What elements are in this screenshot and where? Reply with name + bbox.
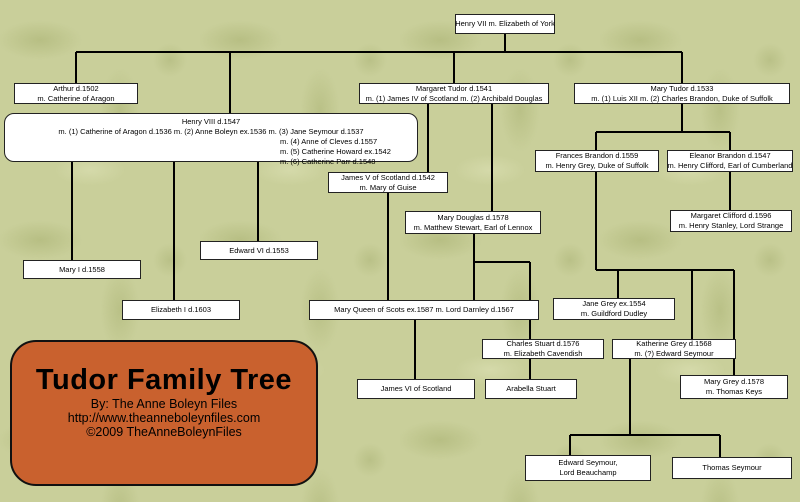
person-name: Henry VIII d.1547 — [181, 117, 241, 126]
person-katherine-grey: Katherine Grey d.1568 m. (?) Edward Seym… — [612, 339, 736, 359]
person-name: Jane Grey ex.1554 — [582, 299, 646, 308]
person-mary-i: Mary I d.1558 — [23, 260, 141, 279]
person-name: Katherine Grey d.1568 — [636, 339, 712, 348]
person-marriage: m. Henry Grey, Duke of Suffolk — [545, 161, 649, 170]
person-marriage-5: m. (5) Catherine Howard ex.1542 — [280, 147, 391, 156]
person-name: Charles Stuart d.1576 — [506, 339, 580, 348]
person-charles-stuart: Charles Stuart d.1576 m. Elizabeth Caven… — [482, 339, 604, 359]
person-marriage: m. Matthew Stewart, Earl of Lennox — [413, 222, 533, 232]
person-marriage-6: m. (6) Catherine Parr d.1548 — [280, 157, 376, 166]
person-edward-vi: Edward VI d.1553 — [200, 241, 318, 260]
person-marriage: m. (1) Luis XII m. (2) Charles Brandon, … — [591, 93, 773, 103]
person-james-v: James V of Scotland d.1542 m. Mary of Gu… — [328, 172, 448, 193]
website-url: http://www.theanneboleynfiles.com — [67, 411, 261, 425]
person-jane-grey: Jane Grey ex.1554 m. Guildford Dudley — [553, 298, 675, 320]
person-marriage: m. Thomas Keys — [705, 387, 763, 396]
person-edward-seymour: Edward Seymour, Lord Beauchamp — [525, 455, 651, 481]
person-marriage-4: m. (4) Anne of Cleves d.1557 — [280, 137, 378, 146]
person-name: Edward Seymour, — [558, 458, 618, 467]
person-marriage: m. Guildford Dudley — [580, 309, 648, 318]
person-name: Mary Tudor d.1533 — [650, 83, 714, 93]
person-mary-douglas: Mary Douglas d.1578 m. Matthew Stewart, … — [405, 211, 541, 234]
person-name: Arthur d.1502 — [53, 83, 99, 93]
chart-title: Tudor Family Tree — [35, 364, 293, 396]
person-name: Arabella Stuart — [506, 384, 556, 393]
copyright: ©2009 TheAnneBoleynFiles — [86, 425, 242, 439]
person-marriages-1-3: m. (1) Catherine of Aragon d.1536 m. (2)… — [58, 127, 364, 136]
person-arabella-stuart: Arabella Stuart — [485, 379, 577, 399]
person-name: Edward VI d.1553 — [229, 245, 289, 255]
person-marriage: m. Elizabeth Cavendish — [503, 349, 583, 358]
person-elizabeth-i: Elizabeth I d.1603 — [122, 300, 240, 320]
person-name: Mary Grey d.1578 — [703, 377, 765, 386]
person-marriage: m. Mary of Guise — [359, 182, 417, 192]
person-title: Lord Beauchamp — [559, 468, 617, 477]
person-name: Eleanor Brandon d.1547 — [689, 151, 771, 160]
person-name: Mary I d.1558 — [59, 264, 105, 274]
person-margaret-clifford: Margaret Clifford d.1596 m. Henry Stanle… — [670, 210, 792, 232]
person-name: Mary Douglas d.1578 — [437, 212, 509, 222]
person-mary-queen-of-scots: Mary Queen of Scots ex.1587 m. Lord Darn… — [309, 300, 539, 320]
person-name: Frances Brandon d.1559 — [555, 151, 639, 160]
person-name: Mary Queen of Scots ex.1587 m. Lord Darn… — [334, 305, 514, 314]
person-name: Henry VII m. Elizabeth of York — [455, 19, 555, 28]
title-panel: Tudor Family Tree By: The Anne Boleyn Fi… — [10, 340, 318, 486]
person-marriage: m. Henry Clifford, Earl of Cumberland — [667, 161, 793, 170]
person-name: James VI of Scotland — [380, 384, 452, 393]
person-thomas-seymour: Thomas Seymour — [672, 457, 792, 479]
person-name: James V of Scotland d.1542 — [341, 172, 435, 182]
byline: By: The Anne Boleyn Files — [90, 397, 238, 411]
person-name: Margaret Tudor d.1541 — [415, 83, 493, 93]
person-margaret-tudor: Margaret Tudor d.1541 m. (1) James IV of… — [359, 83, 549, 104]
person-arthur: Arthur d.1502 m. Catherine of Aragon — [14, 83, 138, 104]
person-marriage: m. Henry Stanley, Lord Strange — [678, 221, 784, 230]
person-henry-viii: Henry VIII d.1547 m. (1) Catherine of Ar… — [4, 113, 418, 166]
person-name: Margaret Clifford d.1596 — [690, 211, 772, 220]
person-marriage: m. Catherine of Aragon — [37, 93, 115, 103]
person-name: Thomas Seymour — [702, 463, 762, 472]
person-mary-tudor: Mary Tudor d.1533 m. (1) Luis XII m. (2)… — [574, 83, 790, 104]
person-mary-grey: Mary Grey d.1578 m. Thomas Keys — [680, 375, 788, 399]
person-henry-vii: Henry VII m. Elizabeth of York — [455, 14, 555, 34]
person-james-vi: James VI of Scotland — [357, 379, 475, 399]
person-marriage: m. (?) Edward Seymour — [634, 349, 714, 358]
person-name: Elizabeth I d.1603 — [150, 305, 212, 314]
person-frances-brandon: Frances Brandon d.1559 m. Henry Grey, Du… — [535, 150, 659, 172]
person-eleanor-brandon: Eleanor Brandon d.1547 m. Henry Clifford… — [667, 150, 793, 172]
person-marriage: m. (1) James IV of Scotland m. (2) Archi… — [365, 93, 543, 103]
